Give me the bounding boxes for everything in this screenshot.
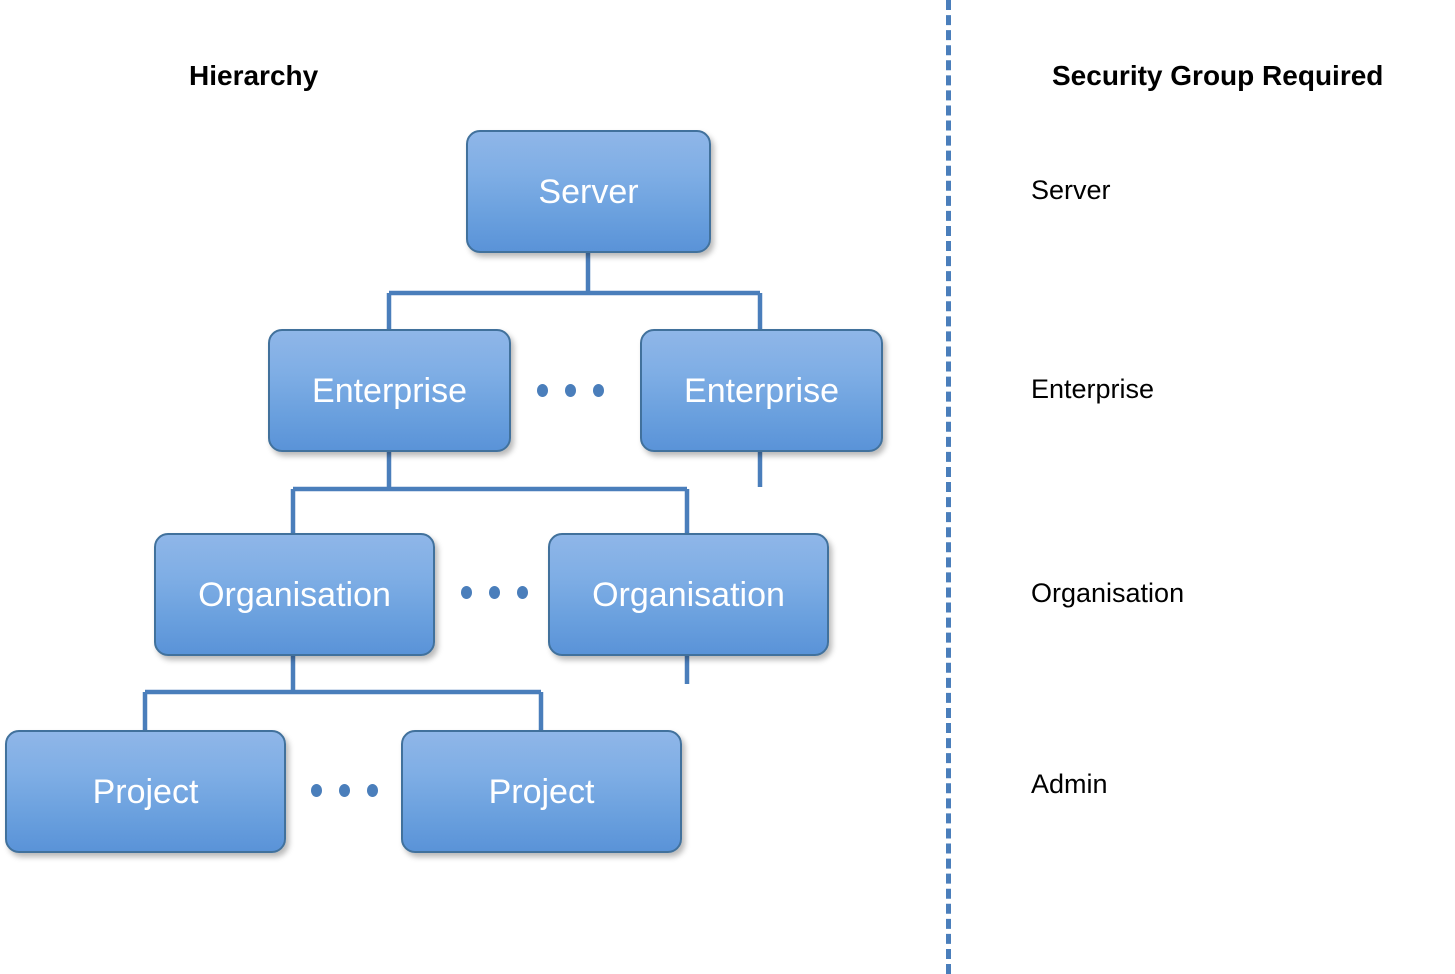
node-label: Enterprise	[312, 371, 467, 410]
node-label: Server	[538, 172, 639, 211]
security-group-column-heading: Security Group Required	[1052, 60, 1384, 91]
node-project-1[interactable]: Project	[5, 730, 286, 853]
node-label: Project	[92, 772, 199, 811]
ellipsis-dot	[489, 586, 500, 599]
ellipsis-dot	[537, 384, 548, 397]
ellipsis-enterprise	[537, 384, 604, 397]
node-organisation-2[interactable]: Organisation	[548, 533, 829, 656]
node-project-2[interactable]: Project	[401, 730, 682, 853]
node-label: Enterprise	[684, 371, 839, 410]
ellipsis-dot	[565, 384, 576, 397]
security-group-server: Server	[1031, 175, 1111, 205]
security-group-enterprise: Enterprise	[1031, 374, 1155, 404]
ellipsis-dot	[339, 784, 350, 797]
node-label: Project	[488, 772, 595, 811]
ellipsis-dot	[461, 586, 472, 599]
ellipsis-dot	[517, 586, 528, 599]
security-group-organisation: Organisation	[1031, 578, 1185, 608]
ellipsis-dot	[367, 784, 378, 797]
security-group-admin: Admin	[1031, 769, 1108, 799]
hierarchy-column-heading: Hierarchy	[189, 60, 319, 91]
column-divider	[946, 0, 951, 974]
ellipsis-project	[311, 784, 378, 797]
ellipsis-dot	[311, 784, 322, 797]
node-label: Organisation	[198, 575, 391, 614]
node-server[interactable]: Server	[466, 130, 711, 253]
ellipsis-dot	[593, 384, 604, 397]
node-enterprise-2[interactable]: Enterprise	[640, 329, 883, 452]
ellipsis-organisation	[461, 586, 528, 599]
node-enterprise-1[interactable]: Enterprise	[268, 329, 511, 452]
node-organisation-1[interactable]: Organisation	[154, 533, 435, 656]
node-label: Organisation	[592, 575, 785, 614]
